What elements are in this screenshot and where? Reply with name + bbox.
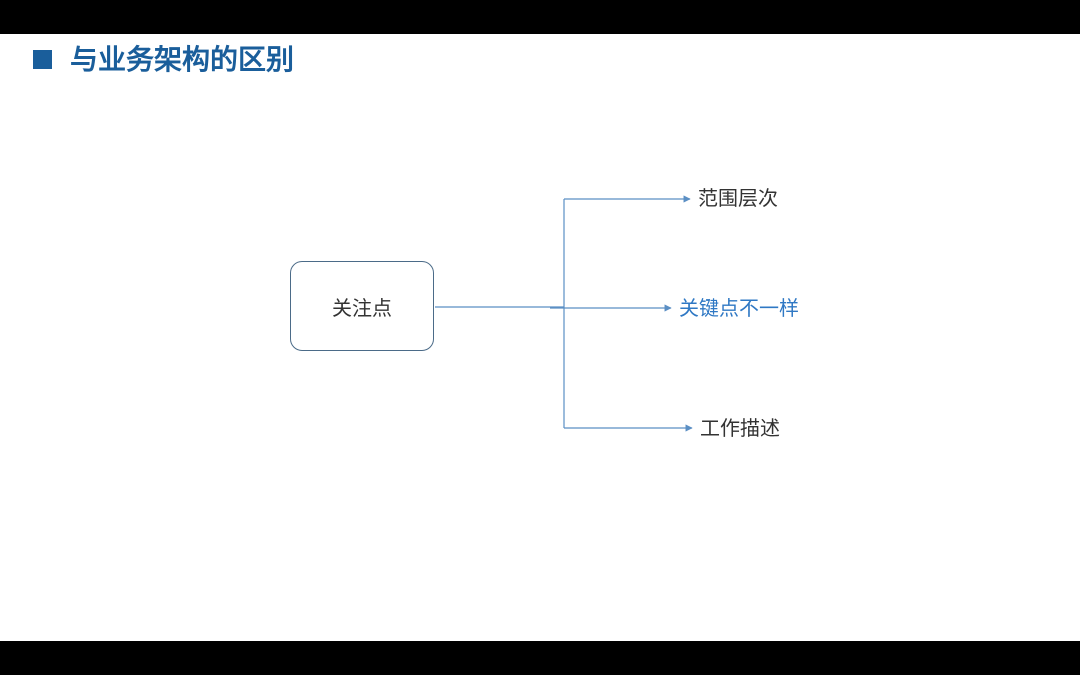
root-node-box[interactable]: 关注点 [290,261,434,351]
slide-canvas: 与业务架构的区别 关注点 范围层次 关键点不一样 工作描述 [0,34,1080,641]
letterbox-bottom [0,641,1080,675]
slide-title: 与业务架构的区别 [70,43,295,76]
square-bullet-icon [33,50,52,69]
branch-label-key-points: 关键点不一样 [679,296,799,320]
letterbox-top [0,0,1080,34]
branch-label-scope: 范围层次 [698,186,778,210]
branch-label-work-description: 工作描述 [700,416,780,440]
connector-lines [435,195,693,432]
root-node-label: 关注点 [332,295,392,320]
